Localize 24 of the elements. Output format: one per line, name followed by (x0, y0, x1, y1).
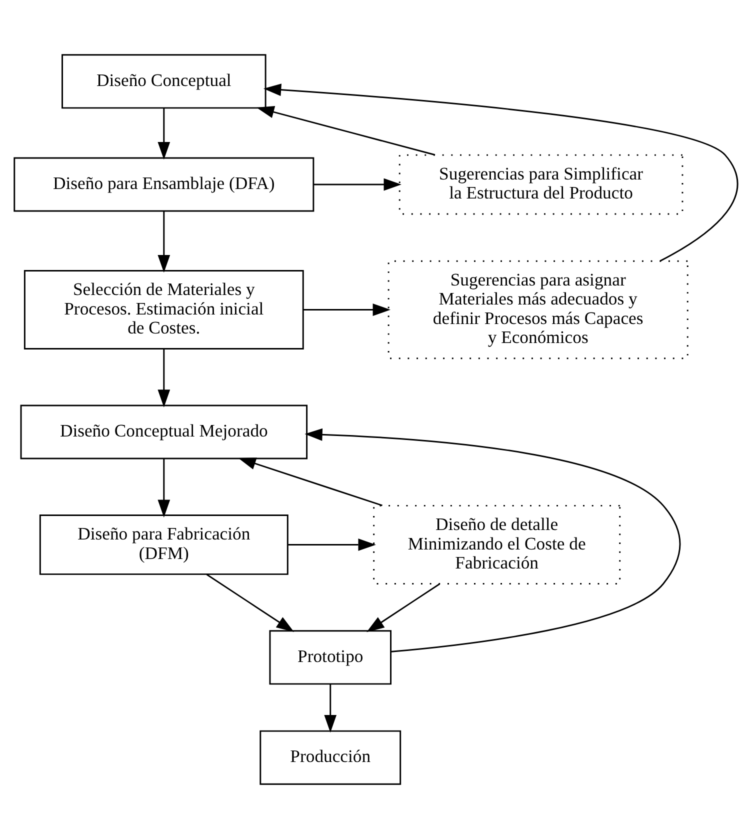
node-box: Diseño de detalle Minimizando el Coste de Fabricación (373, 504, 621, 584)
arrow (158, 211, 170, 273)
node-box: Producción (260, 730, 402, 785)
node-box: Sugerencias para asignar Materiales más adecuados y definir Procesos más Capaces y Económicos (388, 260, 688, 360)
node-box: Diseño Conceptual Mejorado (20, 404, 308, 460)
arrow (158, 108, 170, 160)
node-box: Prototipo (269, 630, 392, 685)
node-box: Selección de Materiales y Procesos. Estimación inicial de Costes. (24, 270, 304, 350)
arrow (158, 458, 170, 518)
arrow (158, 348, 170, 408)
node-box: Diseño para Ensamblaje (DFA) (14, 157, 314, 212)
arrow (366, 583, 440, 632)
arrow (263, 84, 738, 262)
arrow (288, 538, 376, 551)
arrow (256, 106, 436, 156)
arrow (238, 458, 382, 506)
node-box: Diseño Conceptual (62, 54, 266, 109)
arrow (206, 574, 294, 632)
node-box: Sugerencias para Simplificar la Estructura del Producto (398, 154, 684, 215)
arrow (313, 178, 402, 191)
node-box: Diseño para Fabricación (DFM) (39, 514, 288, 575)
arrow (304, 304, 390, 316)
arrow (324, 684, 337, 733)
arrow (304, 428, 681, 652)
